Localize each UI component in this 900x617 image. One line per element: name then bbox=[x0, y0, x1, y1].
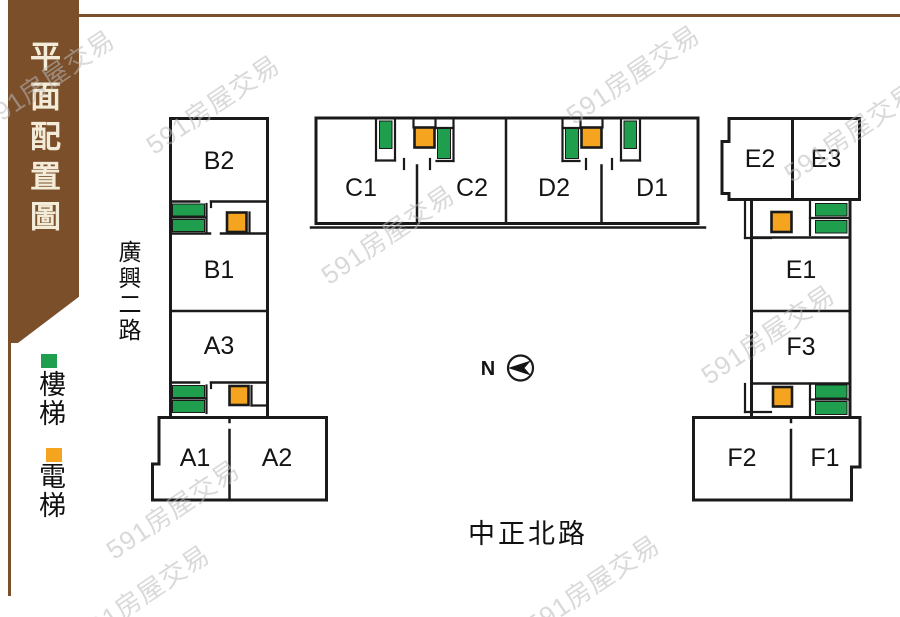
street-label-left: 廣興二路 bbox=[115, 240, 141, 344]
unit-label-d2: D2 bbox=[538, 174, 570, 202]
right-tower bbox=[692, 117, 862, 502]
compass-arrow-icon bbox=[508, 360, 531, 376]
north-compass: N bbox=[481, 354, 535, 382]
title-ribbon bbox=[8, 0, 79, 343]
stair-rect bbox=[815, 384, 848, 399]
a1a2-base-outline bbox=[151, 416, 328, 502]
unit-label-c1: C1 bbox=[345, 174, 377, 202]
d-core bbox=[561, 116, 642, 171]
page-title: 平面配置圖 bbox=[25, 40, 60, 240]
street-label-bottom: 中正北路 bbox=[468, 519, 588, 549]
stairs-legend-label: 樓梯 bbox=[35, 370, 65, 428]
unit-label-c2: C2 bbox=[456, 174, 488, 202]
top-border-line bbox=[8, 14, 900, 17]
e3-room-outline bbox=[791, 117, 861, 201]
elevator-rect bbox=[225, 211, 248, 234]
elevator-legend-swatch bbox=[46, 448, 62, 462]
unit-label-f2: F2 bbox=[727, 444, 756, 472]
elevator-rect bbox=[228, 384, 250, 407]
elevator-rect bbox=[771, 385, 794, 408]
elevator-legend-label: 電梯 bbox=[35, 462, 65, 520]
stair-rect bbox=[815, 401, 848, 415]
unit-label-e1: E1 bbox=[786, 256, 817, 284]
stair-rect bbox=[379, 120, 393, 149]
unit-label-a1: A1 bbox=[180, 444, 211, 472]
stair-rect bbox=[815, 220, 848, 234]
stair-rect bbox=[172, 400, 205, 413]
stair-rect bbox=[815, 203, 848, 217]
elevator-rect bbox=[580, 126, 603, 149]
stair-rect bbox=[172, 219, 205, 232]
unit-label-d1: D1 bbox=[636, 174, 668, 202]
unit-label-e3: E3 bbox=[811, 145, 842, 173]
stair-rect bbox=[172, 203, 205, 217]
unit-label-f1: F1 bbox=[810, 444, 839, 472]
center-building bbox=[309, 116, 707, 229]
stair-rect bbox=[565, 128, 579, 159]
elevator-rect bbox=[413, 126, 436, 149]
c-core bbox=[374, 116, 455, 171]
north-label: N bbox=[481, 358, 495, 380]
unit-label-b2: B2 bbox=[204, 147, 235, 175]
elevator-rect bbox=[770, 210, 793, 234]
right-core-lower bbox=[743, 382, 852, 417]
left-core-lower bbox=[169, 381, 269, 415]
f2f1-base-outline bbox=[692, 416, 862, 502]
unit-label-a3: A3 bbox=[204, 332, 235, 360]
unit-labels: B2 B1 A3 A1 A2 C1 C2 D2 D1 E2 E3 E1 F3 F… bbox=[180, 145, 842, 472]
right-tower-outline bbox=[750, 198, 852, 419]
stairs-legend-swatch bbox=[41, 354, 57, 368]
left-core-upper bbox=[169, 200, 269, 235]
unit-label-a2: A2 bbox=[262, 444, 293, 472]
unit-label-f3: F3 bbox=[786, 333, 815, 361]
unit-label-e2: E2 bbox=[745, 145, 776, 173]
stair-rect bbox=[172, 385, 205, 398]
unit-label-b1: B1 bbox=[204, 256, 235, 284]
left-tower bbox=[151, 117, 328, 502]
right-core-upper bbox=[743, 198, 852, 240]
stair-rect bbox=[623, 120, 637, 149]
stair-rect bbox=[437, 128, 451, 159]
